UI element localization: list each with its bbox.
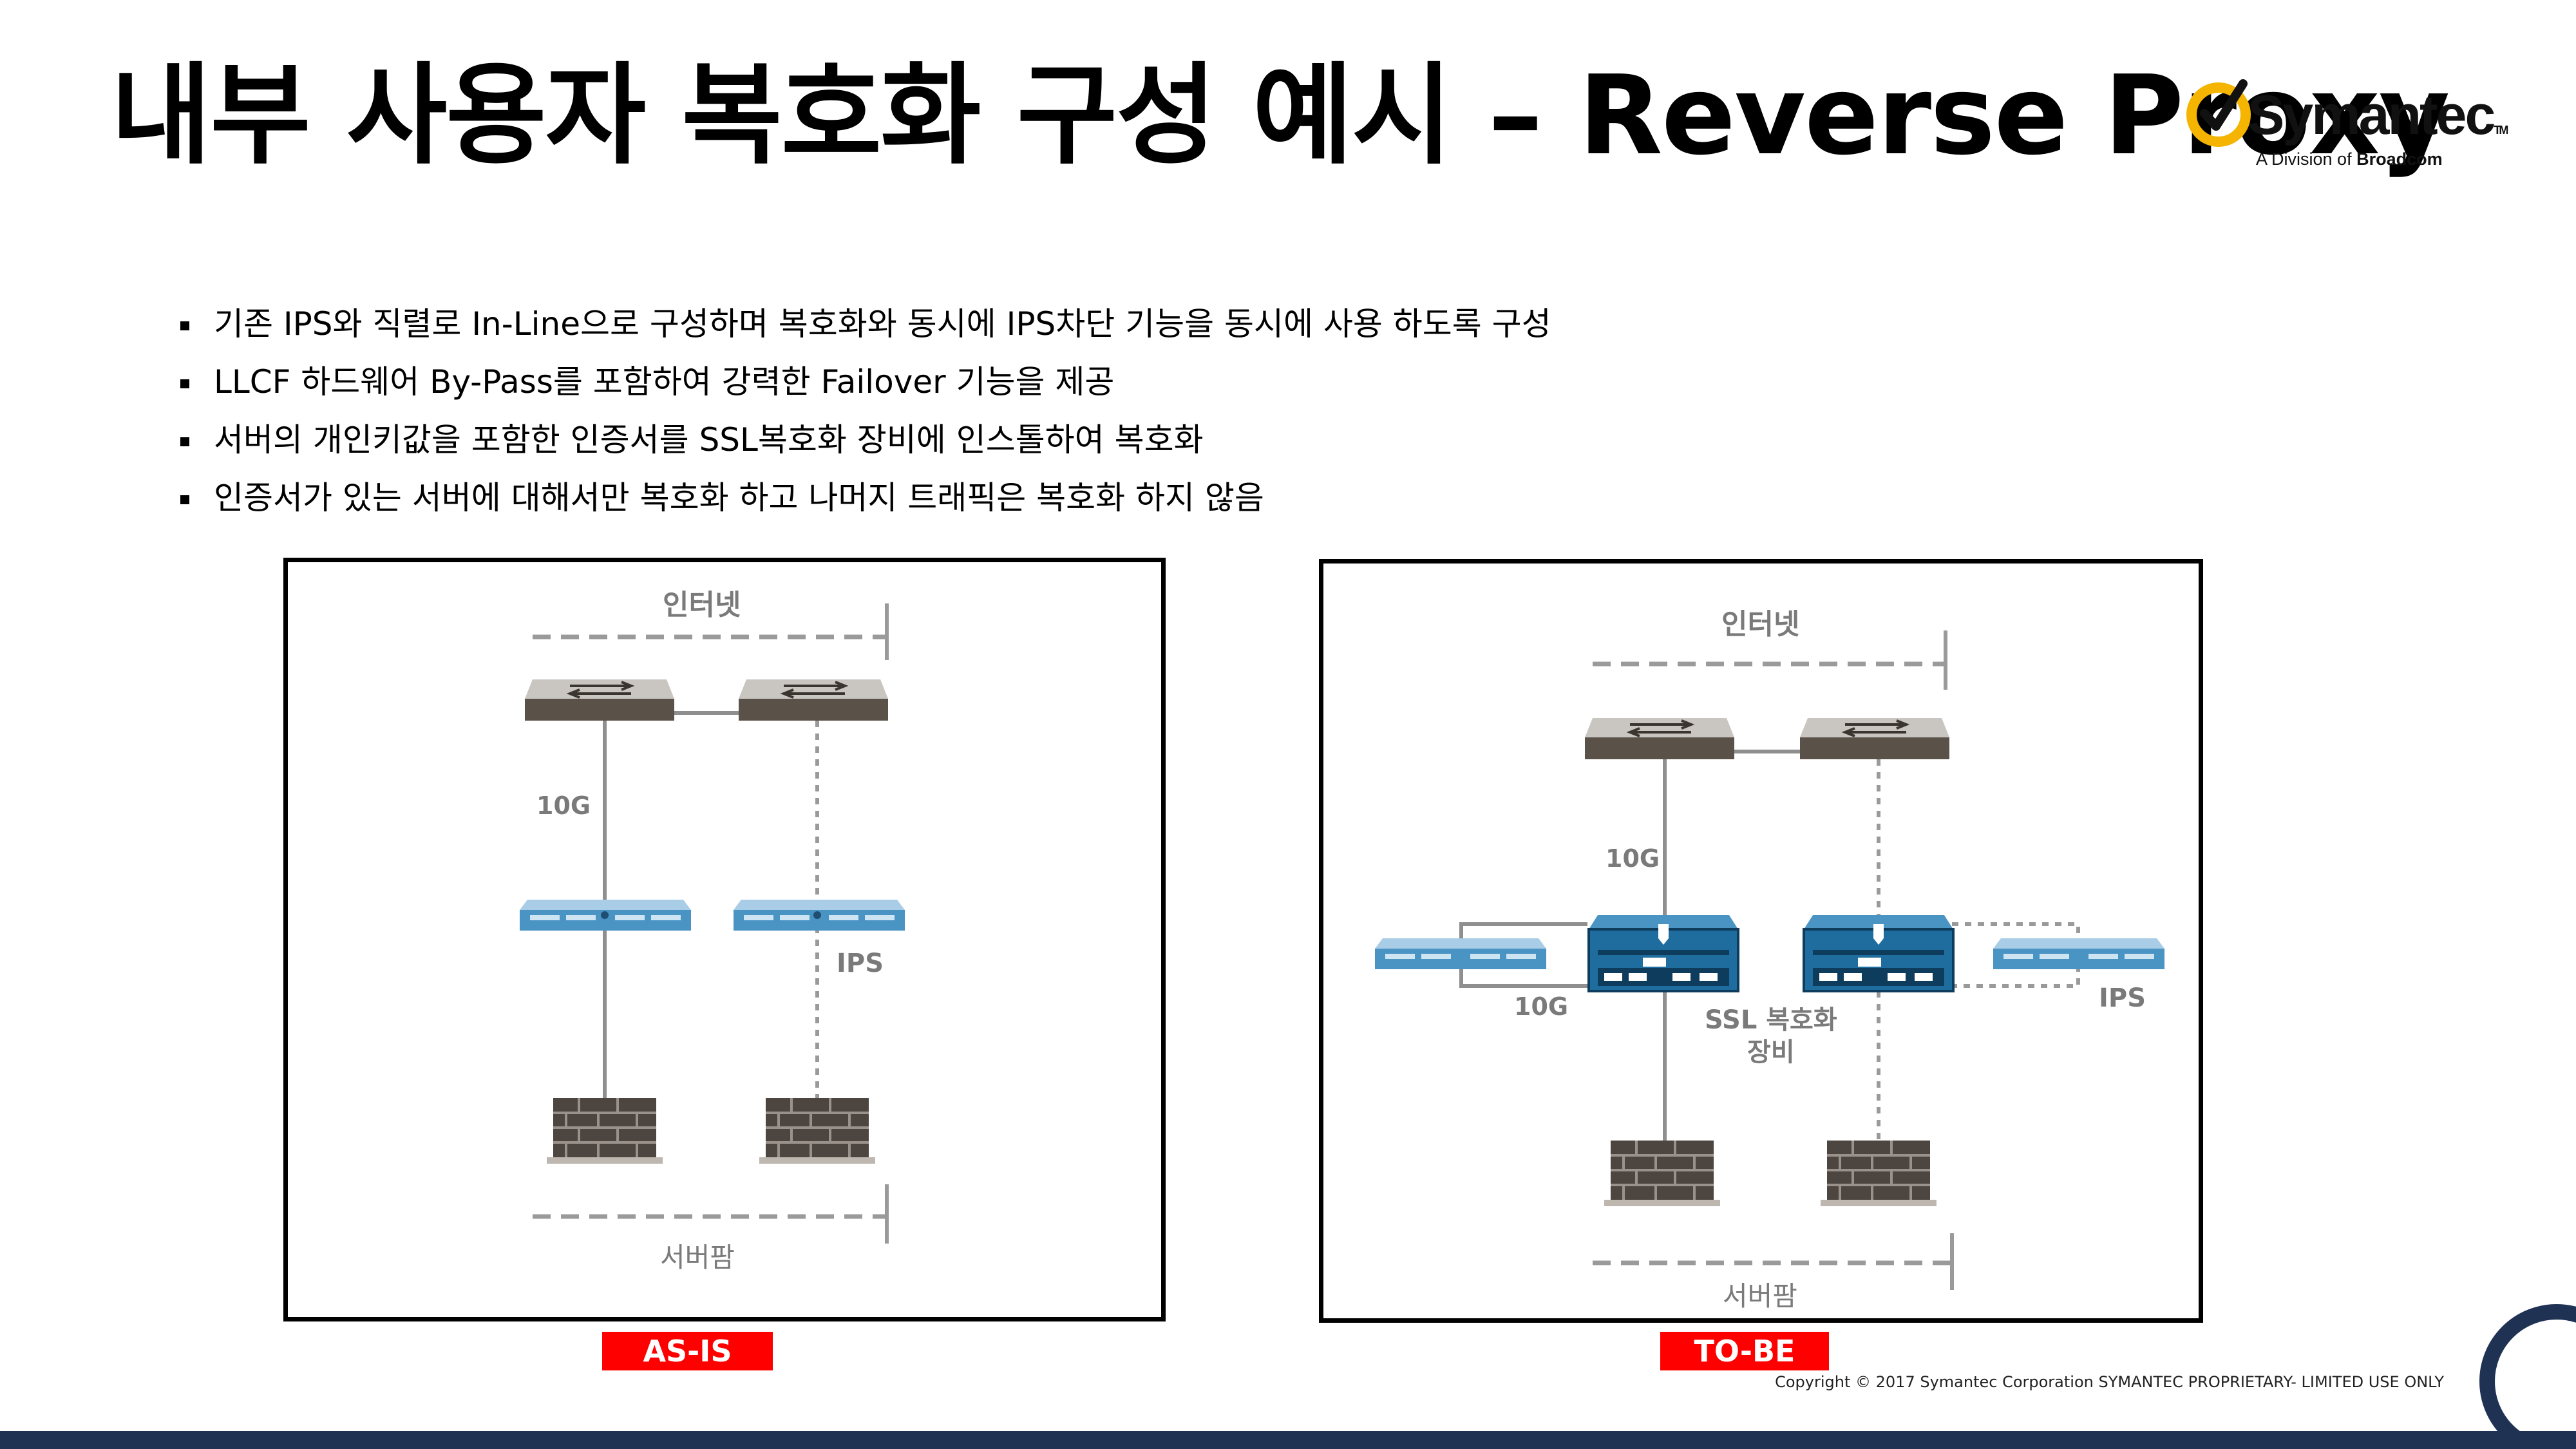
ssl-decrypt-device-right-icon [1803,914,1955,992]
ips-label: IPS [837,949,884,978]
bullet-list: 기존 IPS와 직렬로 In-Line으로 구성하며 복호화와 동시에 IPS차… [174,295,1551,527]
decorative-ring-icon [2479,1304,2576,1433]
checkmark-logo-icon [2186,79,2251,147]
speed-label-side: 10G [1514,992,1569,1021]
as-is-tag: AS-IS [602,1332,773,1370]
ssl-device-label-line2: 장비 [1747,1037,1795,1067]
speed-label-top: 10G [1605,844,1660,873]
bullet-item: LLCF 하드웨어 By-Pass를 포함하여 강력한 Failover 기능을… [174,353,1551,411]
internet-label: 인터넷 [1721,608,1800,641]
internet-label: 인터넷 [663,589,741,621]
ssl-decrypt-device-left-icon [1587,914,1739,992]
bullet-item: 기존 IPS와 직렬로 In-Line으로 구성하며 복호화와 동시에 IPS차… [174,295,1551,353]
copyright-text: Copyright © 2017 Symantec Corporation SY… [1775,1373,2444,1391]
symantec-logo: SymantecTM A Division of Broadcom [2186,71,2508,180]
as-is-topology [520,603,905,1244]
switch-left-icon [524,678,676,722]
ssl-device-label: SSL 복호화 장비 [1705,1004,1837,1068]
switch-left-icon [1584,717,1736,761]
switch-right-icon [1799,717,1951,761]
ssl-device-label-line1: SSL 복호화 [1705,1005,1837,1035]
server-farm-label: 서버팜 [1723,1280,1797,1312]
footer-bar [0,1431,2576,1449]
page-title: 내부 사용자 복호화 구성 예시 – Reverse Proxy [111,52,2450,180]
to-be-topology [1375,630,2164,1290]
firewall-right-icon [1819,1139,1938,1208]
logo-subtitle: A Division of Broadcom [2256,149,2443,169]
as-is-diagram: 인터넷 10G IPS 서버팜 [283,558,1166,1321]
firewall-right-icon [758,1097,876,1165]
ips-device-left-icon [1375,938,1546,969]
firewall-left-icon [1603,1139,1721,1208]
speed-label: 10G [536,791,591,820]
to-be-diagram: 인터넷 10G 10G SSL 복호화 장비 IPS 서버팜 [1319,559,2203,1323]
logo-brand: SymantecTM [2248,84,2508,146]
bullet-item: 서버의 개인키값을 포함한 인증서를 SSL복호화 장비에 인스톨하여 복호화 [174,411,1551,469]
to-be-tag: TO-BE [1660,1332,1829,1370]
ips-device-right-icon [1993,938,2164,969]
firewall-left-icon [545,1097,664,1165]
server-farm-label: 서버팜 [660,1242,735,1273]
ips-label: IPS [2099,983,2146,1013]
bullet-item: 인증서가 있는 서버에 대해서만 복호화 하고 나머지 트래픽은 복호화 하지 … [174,469,1551,527]
switch-right-icon [737,678,889,722]
